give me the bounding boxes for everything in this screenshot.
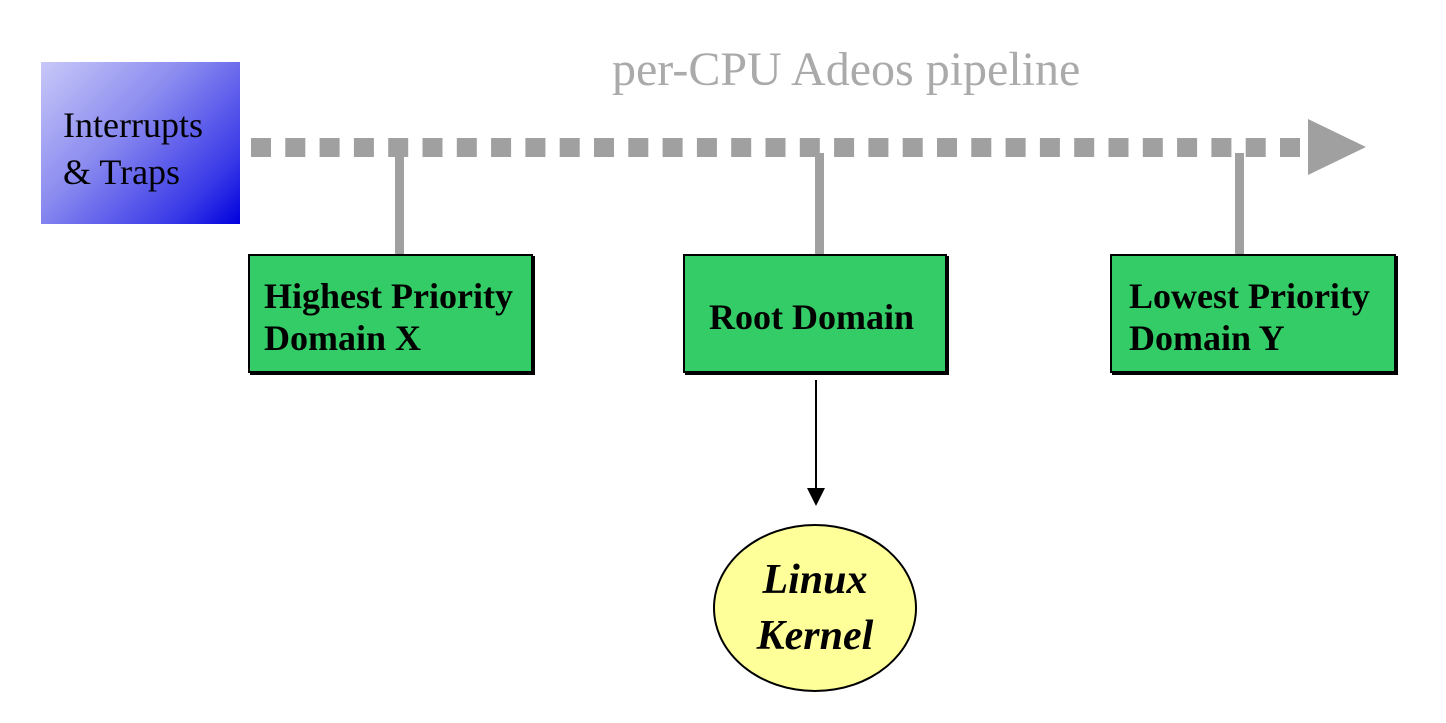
linux-kernel: Linux Kernel [713, 524, 917, 692]
domain-lowest-line-2: Domain Y [1129, 318, 1285, 358]
pipeline-dash [1108, 138, 1129, 157]
pipeline-dash [662, 138, 683, 157]
pipeline-dash [491, 138, 512, 157]
pipeline-dash [456, 138, 477, 157]
connector-highest [395, 153, 404, 254]
pipeline-dash [799, 138, 820, 157]
pipeline-dash [628, 138, 649, 157]
source-line-2: & Traps [63, 152, 181, 192]
pipeline-dash [971, 138, 992, 157]
kernel-line-1: Linux [762, 557, 868, 603]
pipeline-dash [594, 138, 614, 157]
pipeline-dash [353, 138, 374, 157]
pipeline-dash [1039, 138, 1060, 157]
pipeline-dash [696, 138, 717, 157]
domain-root: Root Domain [683, 254, 947, 373]
pipeline-dash [285, 138, 306, 157]
pipeline-dashed-line [251, 138, 1300, 157]
connector-lowest [1235, 153, 1244, 254]
domain-highest-line-1: Highest Priority [264, 276, 513, 316]
source-line-1: Interrupts [63, 105, 203, 145]
pipeline-dash [1211, 138, 1232, 157]
pipeline-dash [319, 138, 340, 157]
domain-lowest-line-1: Lowest Priority [1129, 276, 1370, 316]
pipeline-dash [422, 138, 443, 157]
pipeline-dash [1142, 138, 1163, 157]
pipeline-dash [731, 138, 752, 157]
pipeline-dash [834, 138, 855, 157]
pipeline-arrowhead [1308, 119, 1366, 175]
kernel-line-2: Kernel [756, 613, 874, 659]
pipeline-dash [388, 138, 409, 157]
pipeline-dash [868, 138, 889, 157]
pipeline-dash [937, 138, 957, 157]
root-to-kernel-arrowhead [807, 488, 825, 506]
domain-highest-priority: Highest Priority Domain X [248, 254, 533, 373]
connector-root [815, 153, 824, 254]
interrupts-traps-source: Interrupts & Traps [41, 62, 240, 224]
domain-highest-line-2: Domain X [264, 318, 422, 358]
domain-root-label: Root Domain [709, 297, 914, 337]
pipeline-dash [559, 138, 580, 157]
pipeline-title: per-CPU Adeos pipeline [612, 43, 1081, 96]
pipeline-dash [1074, 138, 1095, 157]
pipeline-dash [1245, 138, 1266, 157]
pipeline-dash [765, 138, 786, 157]
pipeline-dash [1005, 138, 1026, 157]
pipeline-dash [251, 138, 271, 157]
domain-lowest-priority: Lowest Priority Domain Y [1110, 254, 1396, 373]
pipeline-dash [1280, 138, 1300, 157]
pipeline-dash [525, 138, 546, 157]
pipeline-dash [1177, 138, 1198, 157]
pipeline-dash [902, 138, 923, 157]
